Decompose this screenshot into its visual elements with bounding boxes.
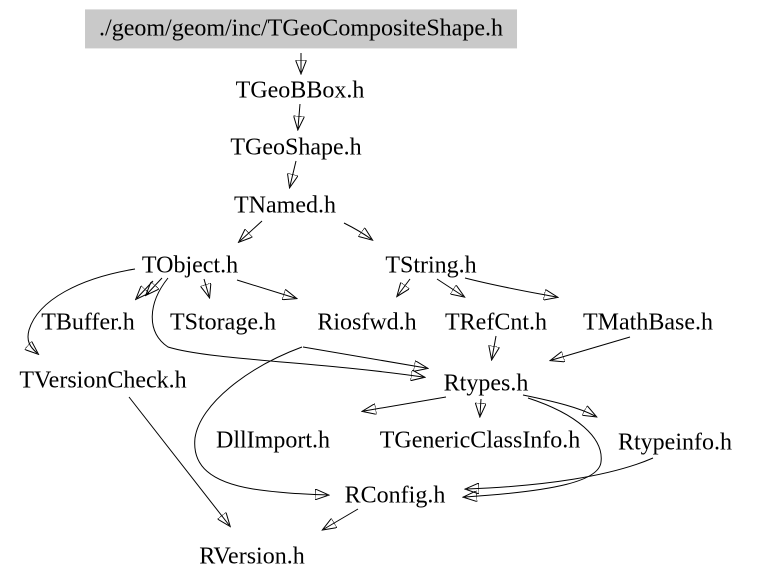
edge-tgeobbox-to-tgeoshape: [298, 103, 300, 128]
edge-rtypes-to-dllimport: [364, 396, 447, 411]
node-tbuffer[interactable]: TBuffer.h: [41, 309, 135, 336]
node-tgeoshape[interactable]: TGeoShape.h: [230, 134, 362, 161]
node-dllimport[interactable]: DllImport.h: [216, 427, 330, 454]
edge-tobject-to-tbuffer-b: [137, 280, 154, 298]
edge-tgeoshape-to-tnamed: [290, 160, 296, 186]
node-rconfig[interactable]: RConfig.h: [344, 482, 446, 509]
node-tstring[interactable]: TString.h: [385, 252, 477, 279]
node-tobject[interactable]: TObject.h: [141, 252, 239, 279]
node-tgeobbox[interactable]: TGeoBBox.h: [235, 77, 365, 104]
edge-rtypes-to-tgenericclassinfo: [480, 398, 481, 415]
edge-tnamed-to-tstring: [343, 222, 371, 239]
edge-tobject-to-riosfwd: [236, 279, 295, 298]
edge-tobject-to-rtypes: [151, 277, 423, 377]
node-rversion[interactable]: RVersion.h: [199, 543, 305, 570]
node-rtypes[interactable]: Rtypes.h: [443, 370, 529, 397]
node-tstorage[interactable]: TStorage.h: [170, 309, 276, 336]
node-tgeocompositeshape[interactable]: ./geom/geom/inc/TGeoCompositeShape.h: [85, 9, 517, 49]
edge-tobject-to-tversioncheck: [28, 268, 136, 353]
edge-rconfig-to-rversion: [324, 508, 359, 529]
edge-rtypes-to-rtypeinfo: [522, 394, 595, 416]
edge-tstring-to-tmathbase: [464, 277, 556, 297]
node-tnamed[interactable]: TNamed.h: [234, 192, 336, 219]
edge-tmathbase-to-rtypes: [552, 336, 631, 360]
edge-tobject-to-tbuffer-a: [147, 277, 163, 294]
edge-trefcnt-to-rtypes: [492, 335, 496, 358]
edge-tstring-to-trefcnt: [436, 278, 463, 296]
edge-tstring-to-riosfwd: [398, 278, 411, 295]
node-rtypeinfo[interactable]: Rtypeinfo.h: [618, 429, 732, 456]
edge-rtypes-to-rconfig: [465, 397, 602, 497]
edge-tobject-to-tstorage: [204, 278, 209, 296]
edge-tversioncheck-to-rversion: [128, 396, 229, 525]
node-tgenericclassinfo[interactable]: TGenericClassInfo.h: [379, 427, 581, 454]
node-trefcnt[interactable]: TRefCnt.h: [445, 309, 547, 336]
edge-rtypeinfo-to-rconfig: [467, 457, 654, 489]
node-riosfwd[interactable]: Riosfwd.h: [317, 309, 417, 336]
node-tversioncheck[interactable]: TVersionCheck.h: [19, 367, 187, 394]
edge-riosfwd-to-rconfig: [194, 346, 327, 495]
node-tmathbase[interactable]: TMathBase.h: [583, 309, 713, 336]
edge-tnamed-to-tobject: [240, 220, 263, 241]
edge-riosfwd-to-rtypes: [302, 346, 426, 368]
